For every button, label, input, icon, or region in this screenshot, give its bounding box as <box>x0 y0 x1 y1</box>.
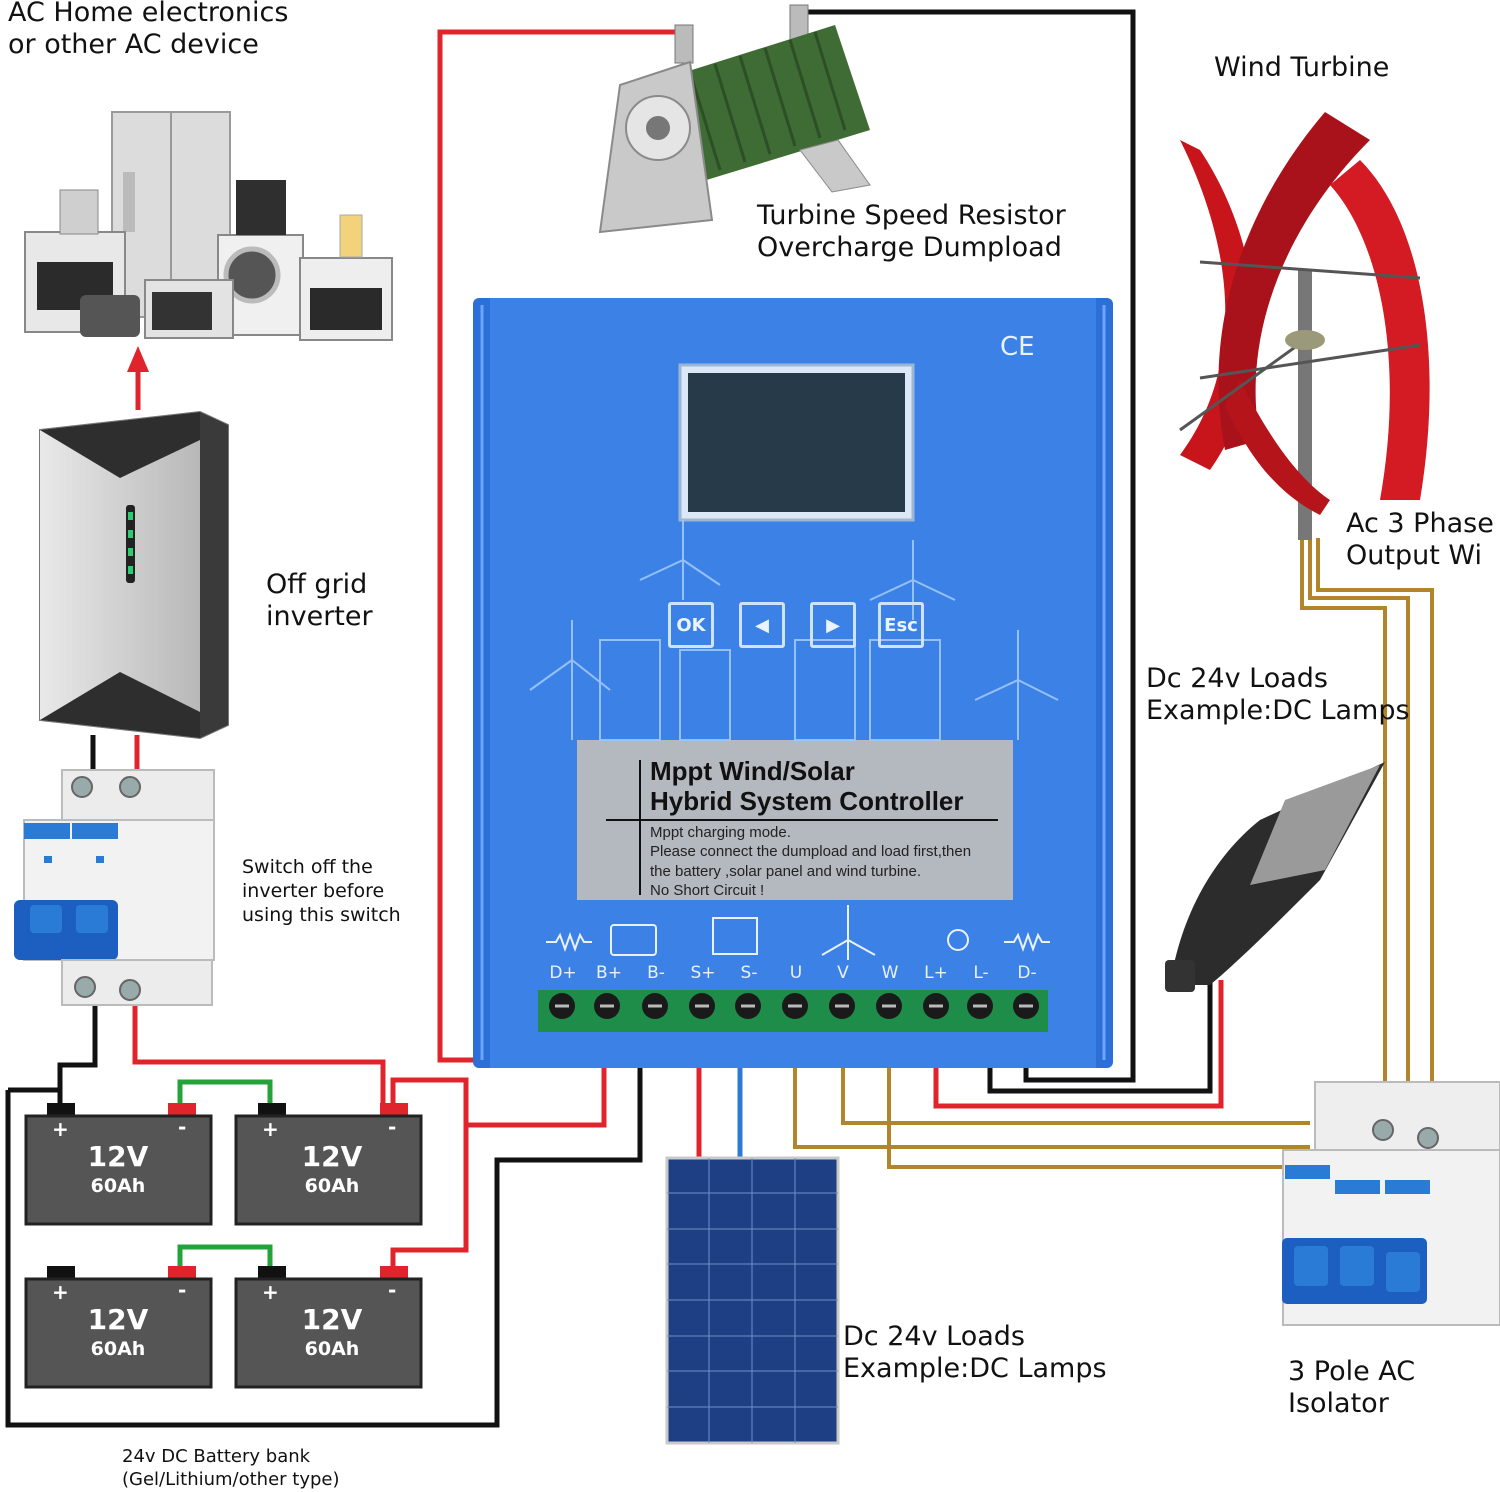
controller-note-2: Please connect the dumpload and load fir… <box>650 843 972 860</box>
battery-bank <box>24 1103 423 1389</box>
battery-icon <box>610 924 657 956</box>
controller-note-4: No Short Circuit ! <box>650 882 765 899</box>
label-dc-loads-right: Dc 24v Loads Example:DC Lamps <box>1146 663 1410 727</box>
wire-breaker-black <box>57 1005 98 1105</box>
controller-title-line2: Hybrid System Controller <box>650 786 964 816</box>
battery-2 <box>234 1103 423 1226</box>
ok-button: OK <box>668 602 714 648</box>
terminal-u: U <box>789 963 803 983</box>
street-lamp-image <box>1165 762 1385 992</box>
resistor-icon-2 <box>1004 932 1050 952</box>
breaker-switch-image <box>14 769 215 1006</box>
terminal-b-plus: B+ <box>596 963 622 983</box>
terminal-s-minus: S- <box>740 963 758 983</box>
solar-panel-image <box>665 1156 840 1445</box>
label-wind-turbine: Wind Turbine <box>1214 52 1390 83</box>
bulb-icon <box>947 929 969 951</box>
wire-turbine-3 <box>1316 538 1434 1085</box>
label-turbine-resistor: Turbine Speed Resistor Overcharge Dumplo… <box>757 200 1066 264</box>
wire-u <box>793 1035 1310 1149</box>
terminal-l-plus: L+ <box>924 963 948 983</box>
terminal-d-plus: D+ <box>549 963 577 983</box>
controller-title-line1: Mppt Wind/Solar <box>650 756 855 786</box>
wire-bank-pos <box>390 1077 469 1268</box>
battery-4-plus: + <box>262 1280 279 1304</box>
battery-1-plus: + <box>52 1117 69 1141</box>
battery-2-capacity: 60Ah <box>304 1175 360 1197</box>
solar-panel-icon <box>712 917 758 955</box>
battery-2-voltage: 12V <box>301 1140 363 1173</box>
ce-mark: CE <box>1000 332 1035 362</box>
battery-1-capacity: 60Ah <box>90 1175 146 1197</box>
terminal-l-minus: L- <box>973 963 989 983</box>
battery-4-capacity: 60Ah <box>304 1338 360 1360</box>
battery-3-plus: + <box>52 1280 69 1304</box>
battery-2-plus: + <box>262 1117 279 1141</box>
terminal-v: V <box>837 963 849 983</box>
controller-note-1: Mppt charging mode. <box>650 824 791 841</box>
wind-icon <box>821 905 876 960</box>
wire-load-red <box>933 980 1224 1109</box>
terminal-d-minus: D- <box>1017 963 1037 983</box>
wire-turbine-1 <box>1300 538 1387 1085</box>
label-switch-note: Switch off the inverter before using thi… <box>242 856 401 926</box>
battery-2-minus: - <box>388 1115 397 1139</box>
wire-series-top <box>177 1079 273 1105</box>
wire-series-bottom <box>177 1244 273 1268</box>
wire-breaker-red <box>132 1005 386 1105</box>
battery-1-minus: - <box>178 1115 187 1139</box>
battery-3-capacity: 60Ah <box>90 1338 146 1360</box>
wire-bank-pos-ctrl <box>466 1040 607 1128</box>
label-isolator: 3 Pole AC Isolator <box>1288 1356 1416 1420</box>
battery-1-voltage: 12V <box>87 1140 149 1173</box>
label-ac-output: Ac 3 Phase Output Wi <box>1346 508 1494 572</box>
terminal-b-minus: B- <box>647 963 665 983</box>
isolator-image <box>1282 1081 1500 1326</box>
esc-button: Esc <box>878 602 924 648</box>
resistor-icon <box>546 932 592 952</box>
ac-appliances-image <box>24 111 393 341</box>
arrow-up-icon <box>127 346 149 372</box>
left-arrow-button: ◀ <box>739 602 785 648</box>
label-battery-bank: 24v DC Battery bank (Gel/Lithium/other t… <box>122 1446 340 1491</box>
controller-note-3: the battery ,solar panel and wind turbin… <box>650 863 922 880</box>
label-ac-home: AC Home electronics or other AC device <box>8 0 289 61</box>
wire-w <box>887 1035 1310 1169</box>
battery-4-voltage: 12V <box>301 1303 363 1336</box>
battery-4-minus: - <box>388 1278 397 1302</box>
wind-turbine-image <box>1179 112 1430 540</box>
label-off-grid-inverter: Off grid inverter <box>266 569 373 633</box>
battery-3-voltage: 12V <box>87 1303 149 1336</box>
battery-4 <box>234 1266 423 1389</box>
battery-1 <box>24 1103 213 1226</box>
battery-3 <box>24 1266 213 1389</box>
wire-bank-neg <box>5 1040 643 1428</box>
label-dc-loads-bottom: Dc 24v Loads Example:DC Lamps <box>843 1321 1107 1385</box>
dumpload-resistor-image <box>598 4 871 234</box>
terminal-w: W <box>881 963 899 983</box>
controller-unit <box>473 298 1113 1068</box>
wire-turbine-2 <box>1308 538 1410 1085</box>
inverter-image <box>39 410 229 740</box>
terminal-s-plus: S+ <box>690 963 716 983</box>
right-arrow-button: ▶ <box>810 602 856 648</box>
battery-3-minus: - <box>178 1278 187 1302</box>
